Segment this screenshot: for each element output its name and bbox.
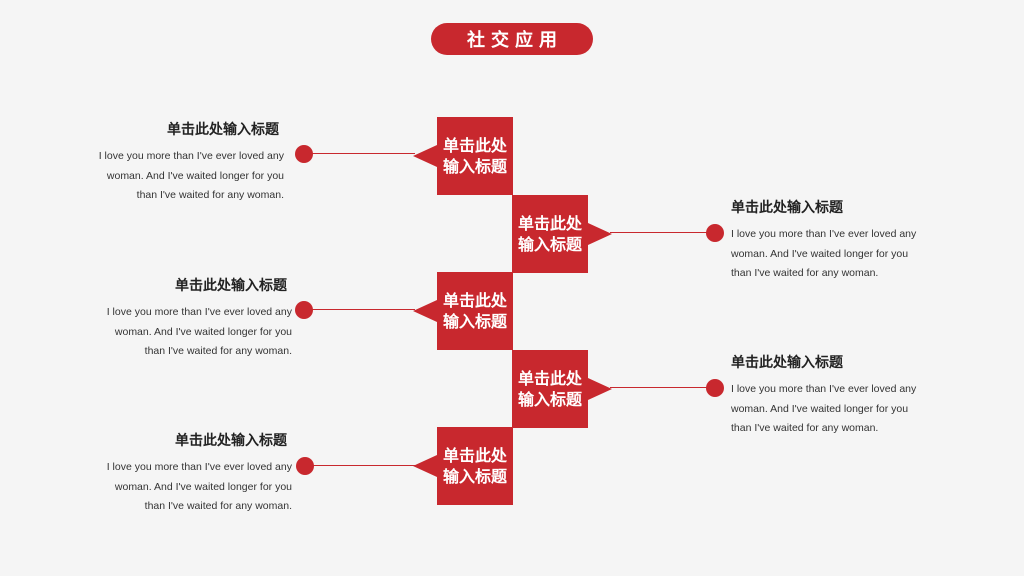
item-description: I love you more than I've ever loved any… bbox=[731, 228, 917, 279]
connector-line bbox=[305, 465, 415, 466]
item-description: I love you more than I've ever loved any… bbox=[731, 383, 917, 434]
step-box-5[interactable]: 单击此处输入标题 bbox=[413, 427, 513, 505]
item-heading: 单击此处输入标题 bbox=[731, 200, 843, 216]
arrow-right-icon bbox=[588, 378, 612, 400]
item-heading: 单击此处输入标题 bbox=[175, 278, 287, 294]
step-box-4[interactable]: 单击此处输入标题 bbox=[512, 350, 612, 428]
connector-line bbox=[610, 232, 714, 233]
connector-line bbox=[305, 153, 415, 154]
arrow-left-icon bbox=[413, 455, 437, 477]
step-box-label: 单击此处输入标题 bbox=[442, 291, 507, 331]
text-block-5: 单击此处输入标题 I love you more than I've ever … bbox=[92, 432, 292, 517]
connector-line bbox=[610, 387, 714, 388]
step-box-3[interactable]: 单击此处输入标题 bbox=[413, 272, 513, 350]
arrow-left-icon bbox=[413, 145, 437, 167]
item-heading: 单击此处输入标题 bbox=[731, 355, 843, 371]
step-box-label: 单击此处输入标题 bbox=[442, 136, 507, 176]
text-block-1: 单击此处输入标题 I love you more than I've ever … bbox=[84, 121, 284, 206]
connector-dot bbox=[295, 301, 313, 319]
page-title: 社交应用 bbox=[431, 23, 593, 55]
text-block-3: 单击此处输入标题 I love you more than I've ever … bbox=[92, 277, 292, 362]
step-box-label: 单击此处输入标题 bbox=[517, 214, 582, 254]
connector-dot bbox=[706, 224, 724, 242]
text-block-4: 单击此处输入标题 I love you more than I've ever … bbox=[731, 354, 931, 439]
item-description: I love you more than I've ever loved any… bbox=[98, 150, 284, 201]
item-description: I love you more than I've ever loved any… bbox=[106, 306, 292, 357]
step-box-2[interactable]: 单击此处输入标题 bbox=[512, 195, 612, 273]
connector-dot bbox=[295, 145, 313, 163]
item-description: I love you more than I've ever loved any… bbox=[106, 461, 292, 512]
item-heading: 单击此处输入标题 bbox=[175, 433, 287, 449]
connector-dot bbox=[706, 379, 724, 397]
item-heading: 单击此处输入标题 bbox=[167, 122, 279, 138]
step-box-1[interactable]: 单击此处输入标题 bbox=[413, 117, 513, 195]
arrow-left-icon bbox=[413, 300, 437, 322]
step-box-label: 单击此处输入标题 bbox=[442, 446, 507, 486]
step-box-label: 单击此处输入标题 bbox=[517, 369, 582, 409]
text-block-2: 单击此处输入标题 I love you more than I've ever … bbox=[731, 199, 931, 284]
connector-line bbox=[305, 309, 415, 310]
connector-dot bbox=[296, 457, 314, 475]
arrow-right-icon bbox=[588, 223, 612, 245]
